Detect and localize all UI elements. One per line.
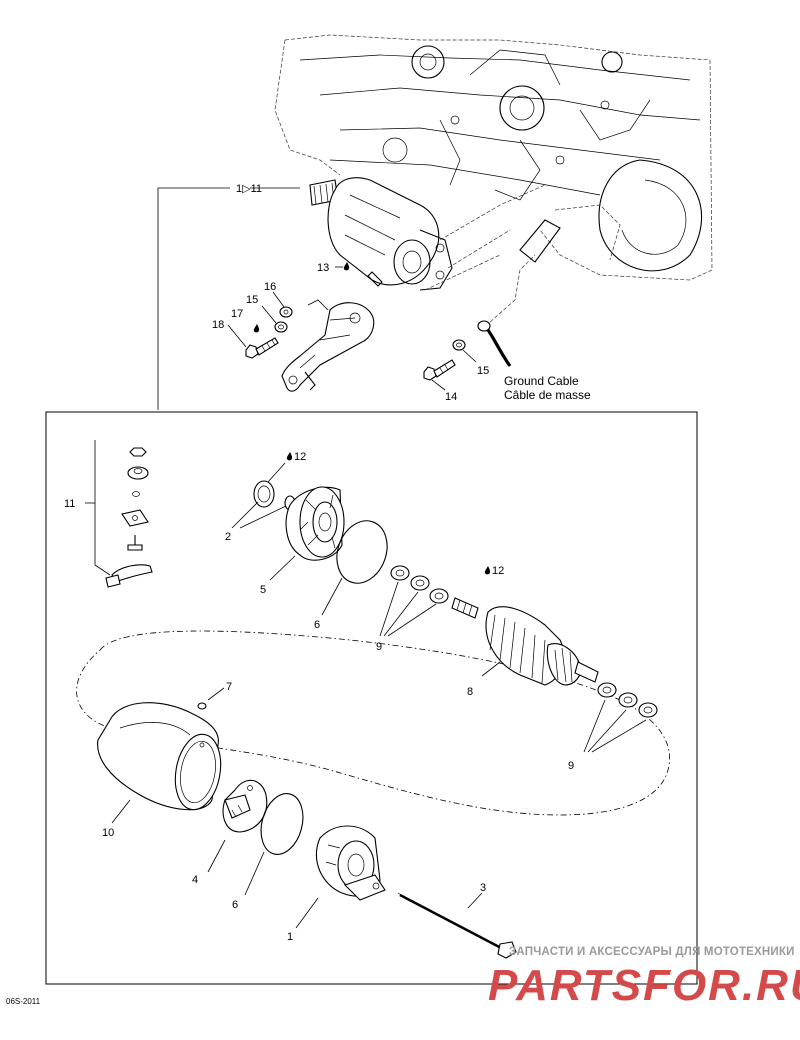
detail-frame (45, 411, 698, 985)
callout-13: 13 (317, 262, 329, 274)
callout-1: 1 (287, 931, 293, 943)
part-6-oring-lower-drawing (260, 793, 304, 855)
callout-5: 5 (260, 584, 266, 596)
engine-block-drawing (274, 34, 713, 281)
part-6-oring-upper-drawing (336, 520, 388, 584)
part-8-armature-drawing (451, 597, 599, 686)
callout-17: 17 (231, 308, 243, 320)
callout-18: 18 (212, 319, 224, 331)
ground-cable-label-en: Ground Cable (504, 374, 579, 388)
upper-fasteners-drawing (245, 254, 536, 381)
callout-12-upper: 12 (294, 451, 306, 463)
callout-4: 4 (192, 874, 198, 886)
callout-10: 10 (102, 827, 114, 839)
watermark-logo: PARTSFOR.RU (488, 961, 800, 1010)
callout-16: 16 (264, 281, 276, 293)
part-2-bushing-drawing (253, 480, 296, 511)
callout-7: 7 (226, 681, 232, 693)
reference-label-upper: 1▷11 (236, 183, 262, 195)
part-10-yoke-drawing (97, 702, 222, 811)
callout-15-lower: 15 (477, 365, 489, 377)
reference-leader-upper (157, 187, 300, 410)
callout-12-lower: 12 (492, 565, 504, 577)
part-9-washers-upper-drawing (390, 565, 449, 604)
part-5-housing-drawing (285, 486, 345, 561)
part-3-through-bolt-drawing (397, 892, 517, 959)
part-11-hardware-drawing (85, 440, 153, 588)
ground-cable-label-fr: Câble de masse (504, 388, 591, 402)
part-7-seal-drawing (197, 702, 207, 710)
callout-14: 14 (445, 391, 457, 403)
callout-9-upper: 9 (376, 641, 382, 653)
callout-8: 8 (467, 686, 473, 698)
drawing-code: 06S-2011 (6, 997, 41, 1006)
callout-15-upper: 15 (246, 294, 258, 306)
watermark-tagline: ЗАПЧАСТИ И АКСЕССУАРЫ ДЛЯ МОТОТЕХНИКИ (509, 946, 795, 958)
callout-2: 2 (225, 531, 231, 543)
part-1-end-cover-drawing (315, 825, 386, 901)
callout-6-upper: 6 (314, 619, 320, 631)
support-bracket-drawing (281, 299, 375, 392)
callout-11: 11 (64, 498, 75, 510)
starter-assembly-drawing (309, 177, 546, 291)
callout-9-lower: 9 (568, 760, 574, 772)
part-4-brush-plate-drawing (222, 779, 268, 833)
part-9-washers-lower-drawing (597, 682, 658, 718)
callout-6-lower: 6 (232, 899, 238, 911)
callout-3: 3 (480, 882, 486, 894)
